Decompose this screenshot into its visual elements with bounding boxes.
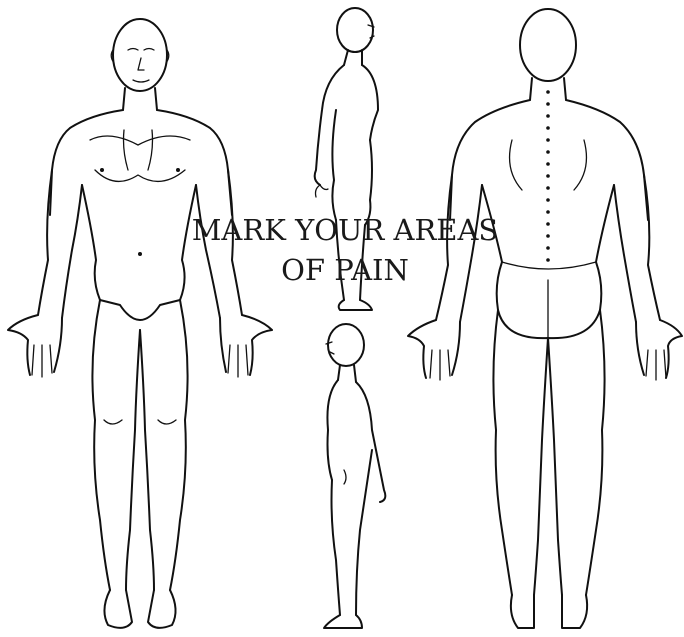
caption-line-2: OF PAIN: [150, 250, 540, 290]
instruction-caption: MARK YOUR AREAS OF PAIN: [150, 210, 540, 290]
caption-line-1: MARK YOUR AREAS: [150, 210, 540, 250]
